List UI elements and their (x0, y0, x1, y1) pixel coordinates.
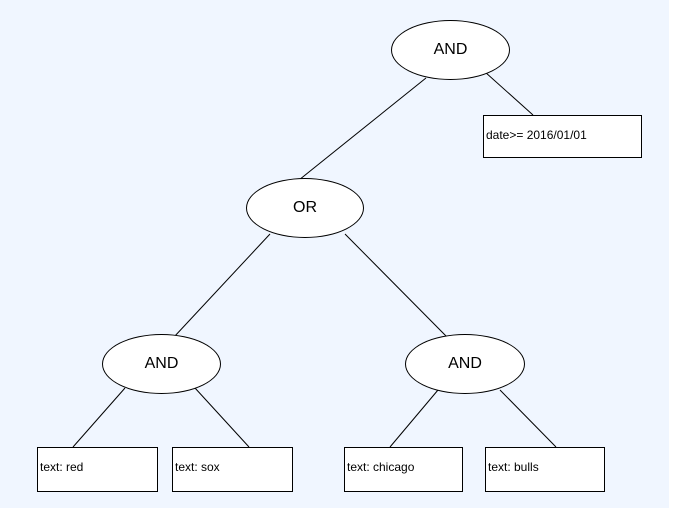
edge-or-to-left-and (173, 233, 271, 338)
leaf-text-chicago: text: chicago (344, 447, 463, 492)
right-and-node: AND (405, 334, 525, 394)
right-and-label: AND (448, 355, 482, 372)
diagram-background (0, 0, 669, 508)
edge-root-to-date (484, 71, 534, 116)
root-and-label: AND (433, 41, 468, 58)
date-filter-node: date>= 2016/01/01 (483, 115, 642, 158)
or-node: OR (246, 178, 364, 238)
root-and-node: AND (391, 20, 510, 80)
edge-left-and-to-sox (194, 387, 250, 448)
leaf-text-sox: text: sox (172, 447, 293, 492)
leaf-text-red: text: red (37, 447, 158, 492)
leaf-red-label: text: red (40, 460, 84, 474)
leaf-sox-label: text: sox (175, 460, 220, 474)
leaf-text-bulls: text: bulls (485, 447, 605, 492)
edge-right-and-to-bulls (499, 389, 557, 448)
edge-root-to-or (293, 77, 427, 185)
edge-left-and-to-red (72, 387, 126, 448)
leaf-bulls-label: text: bulls (488, 460, 539, 474)
left-and-label: AND (144, 355, 179, 372)
left-and-node: AND (102, 334, 221, 394)
or-label: OR (293, 199, 317, 216)
edge-right-and-to-chicago (389, 389, 439, 448)
leaf-chicago-label: text: chicago (347, 460, 415, 474)
edge-or-to-right-and (344, 233, 448, 338)
date-filter-label: date>= 2016/01/01 (486, 128, 587, 142)
